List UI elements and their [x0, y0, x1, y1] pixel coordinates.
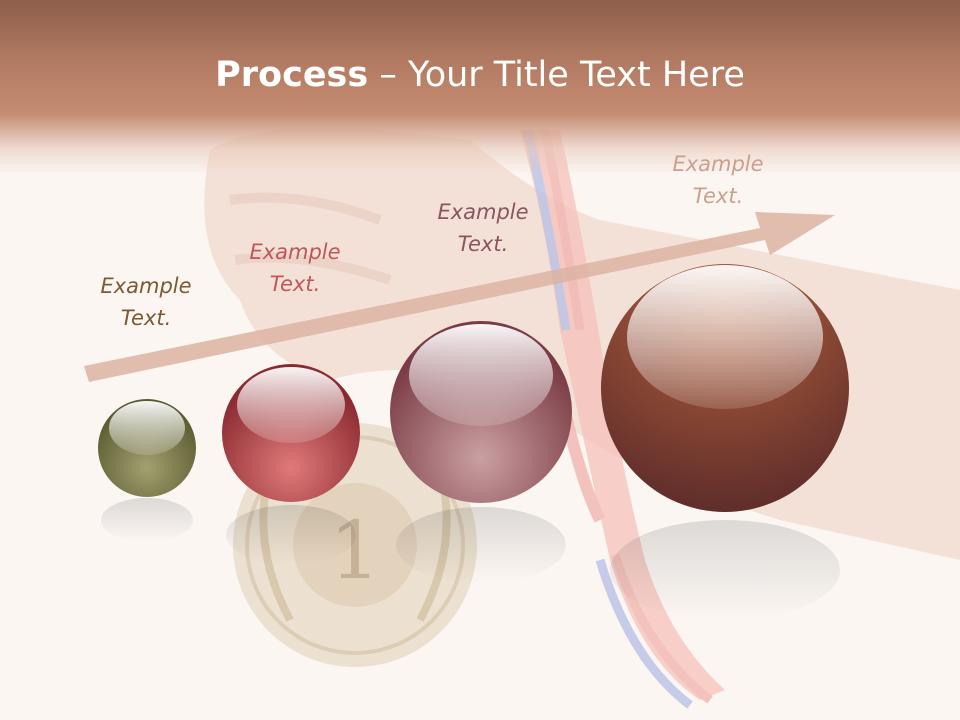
step-label-1: Example Text.	[86, 270, 206, 334]
step-label-2: Example Text.	[235, 236, 355, 300]
step-label-4-line1: Example	[672, 152, 764, 176]
title-rest: – Your Title Text Here	[368, 55, 745, 95]
step-label-3: Example Text.	[423, 196, 543, 260]
step-label-4-line2: Text.	[692, 184, 744, 208]
step-sphere-3	[390, 321, 572, 583]
step-sphere-1	[98, 399, 196, 542]
step-label-2-line2: Text.	[269, 272, 321, 296]
step-label-3-line2: Text.	[457, 232, 509, 256]
step-sphere-4	[601, 264, 849, 620]
progress-arrow	[84, 212, 835, 382]
step-label-1-line1: Example	[100, 274, 192, 298]
step-label-4: Example Text.	[658, 148, 778, 212]
title-bold: Process	[215, 55, 369, 95]
step-label-3-line1: Example	[437, 200, 529, 224]
slide-title: Process – Your Title Text Here	[0, 52, 960, 98]
step-sphere-2	[222, 364, 360, 565]
header-band	[0, 0, 960, 175]
step-label-2-line1: Example	[249, 240, 341, 264]
step-label-1-line2: Text.	[120, 306, 172, 330]
